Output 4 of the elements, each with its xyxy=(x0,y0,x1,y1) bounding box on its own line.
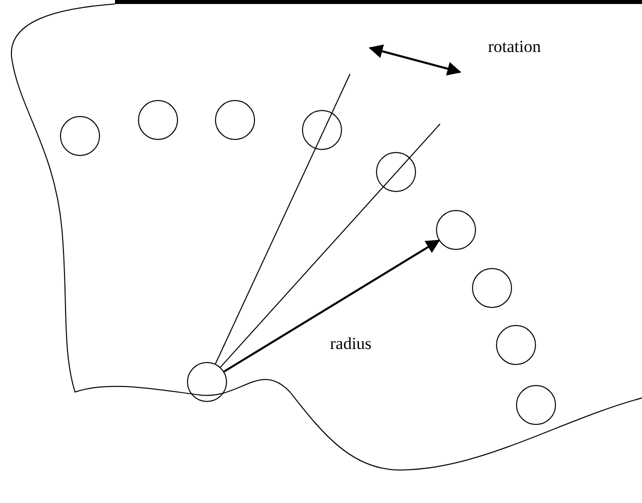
arrow xyxy=(224,240,440,372)
rotation-label: rotation xyxy=(488,36,541,58)
line xyxy=(220,124,440,368)
line xyxy=(214,74,350,364)
